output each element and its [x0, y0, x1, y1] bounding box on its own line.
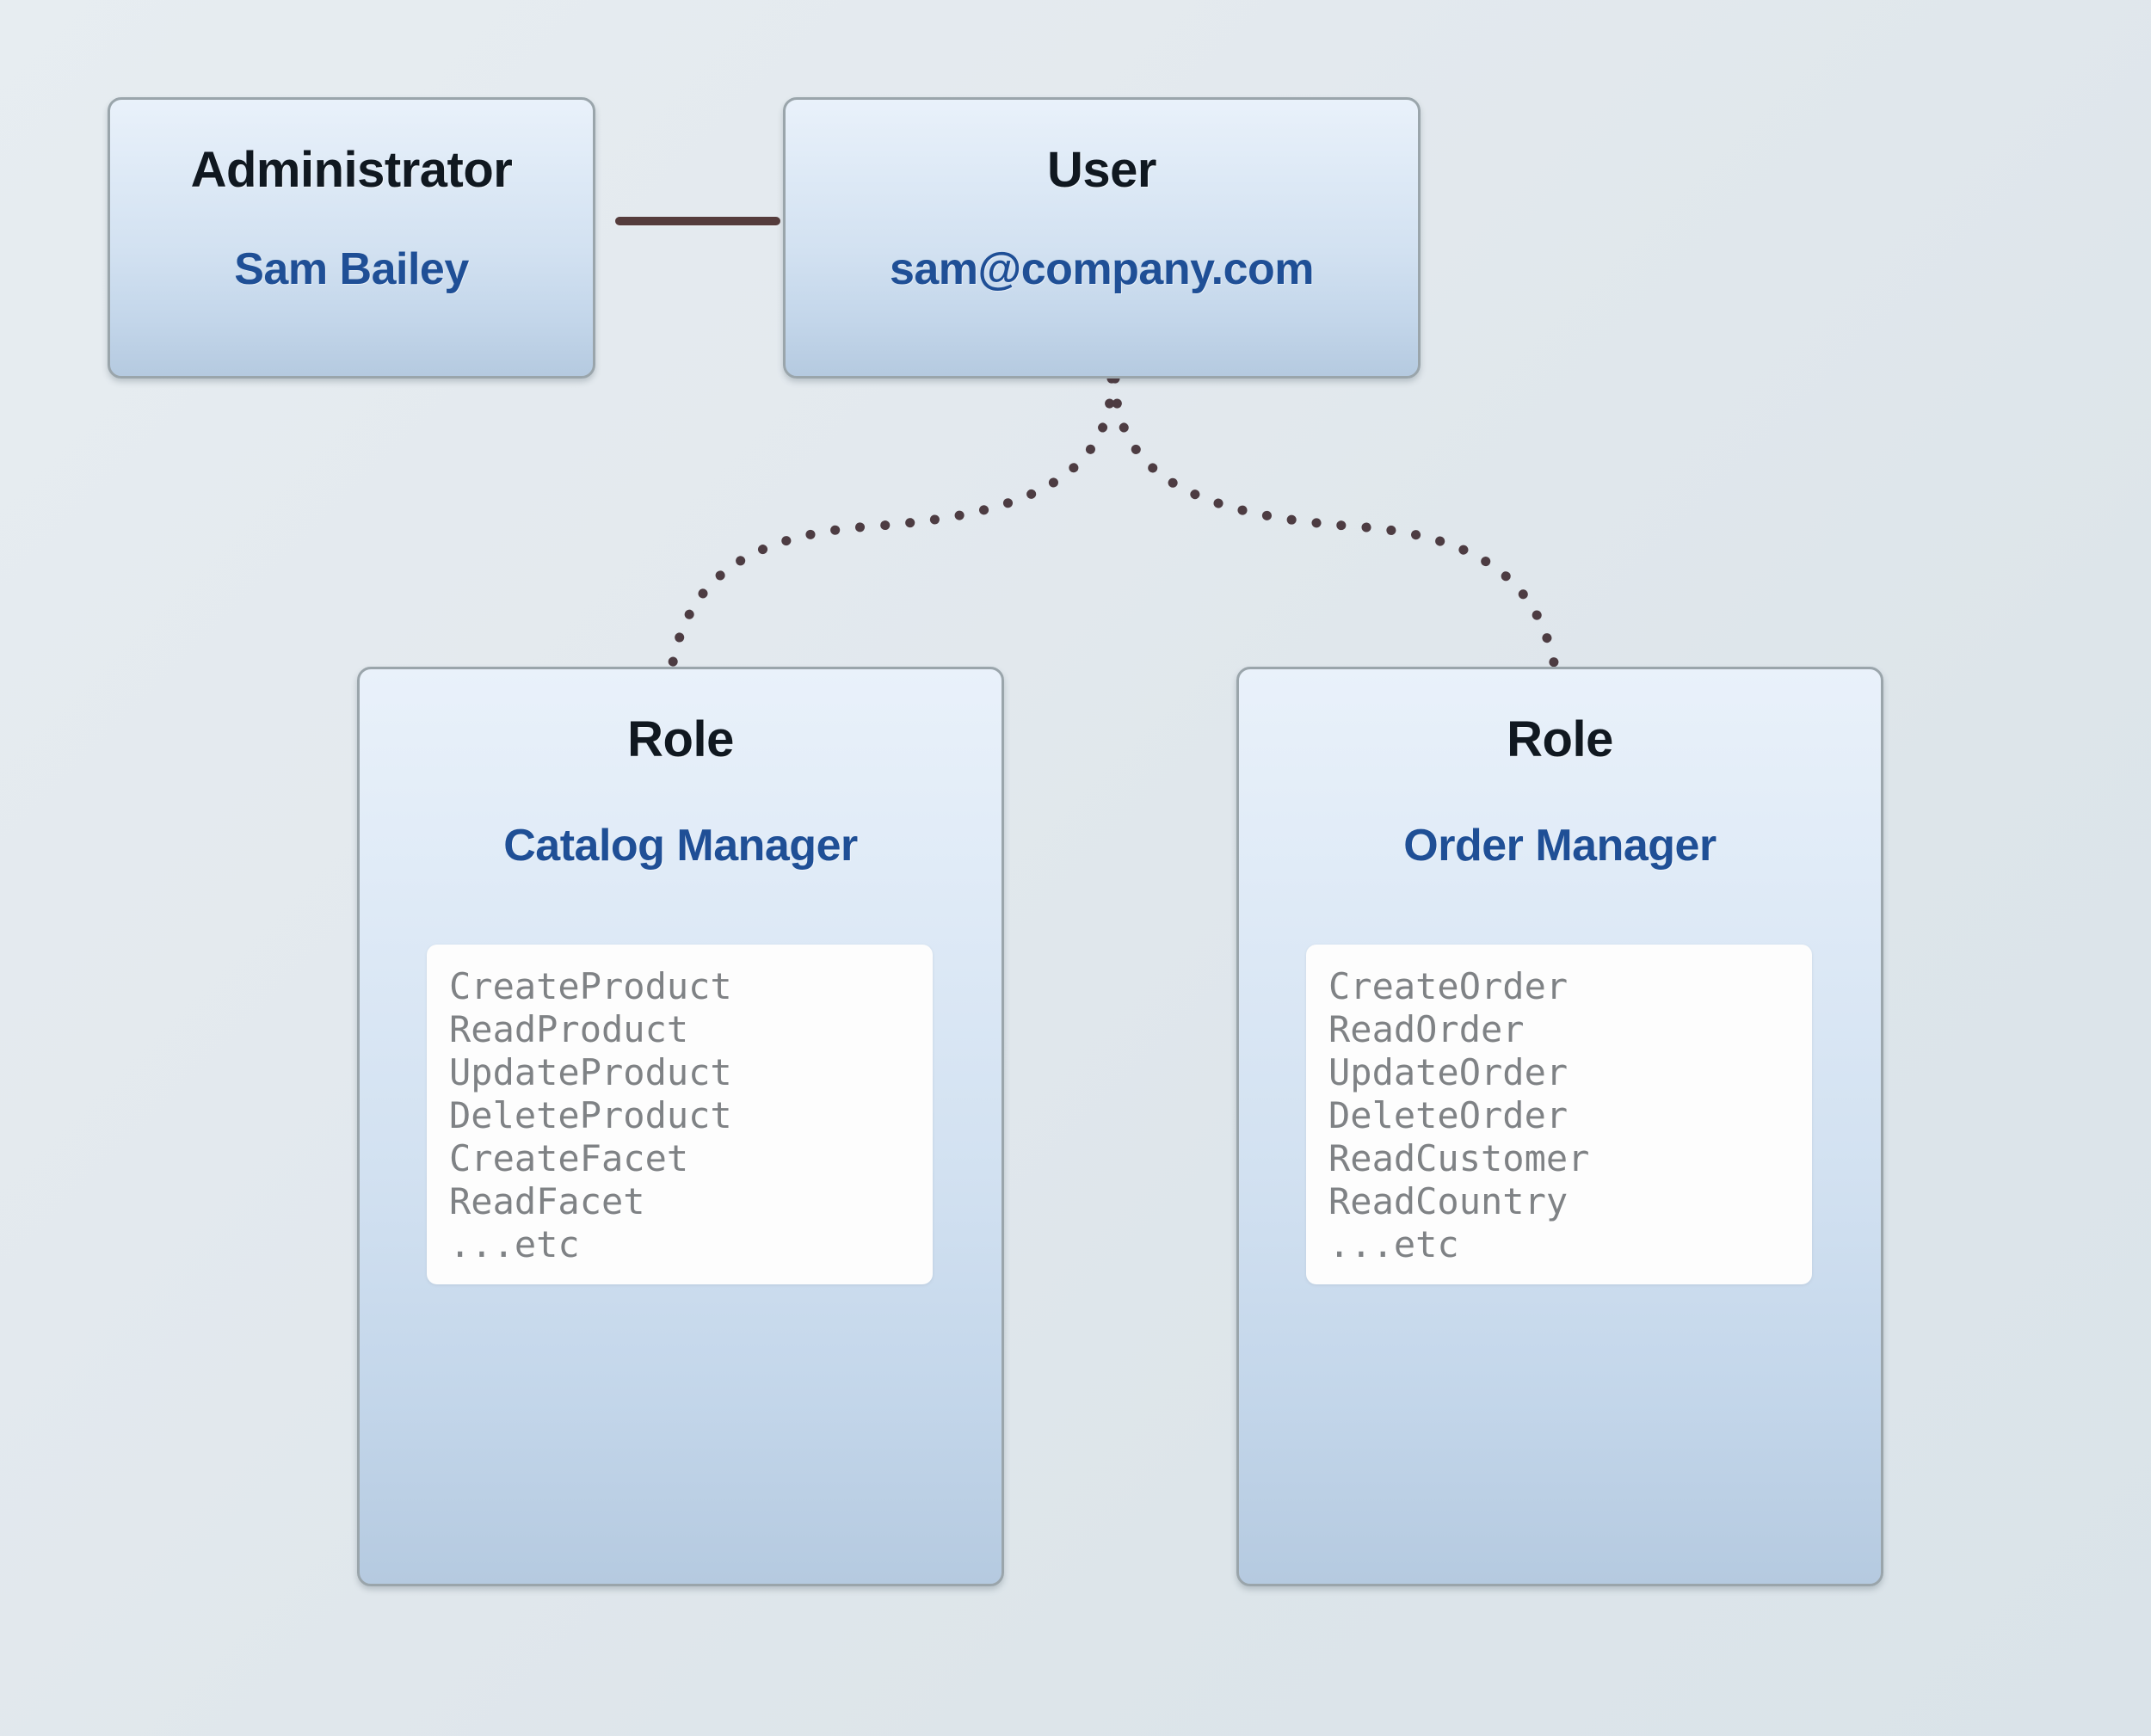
connector-administrator-to-user	[615, 217, 780, 225]
catalog-manager-name: Catalog Manager	[503, 821, 858, 871]
administrator-name: Sam Bailey	[234, 244, 469, 294]
permission-item: ReadCustomer	[1328, 1137, 1590, 1179]
connector-group-user-to-roles	[668, 379, 1559, 668]
permission-item: DeleteOrder	[1328, 1094, 1569, 1136]
user-email: sam@company.com	[889, 244, 1315, 294]
administrator-type-label: Administrator	[190, 142, 513, 198]
catalog-manager-type-label: Role	[627, 711, 734, 767]
order-manager-name: Order Manager	[1403, 821, 1716, 871]
permission-item: CreateProduct	[449, 965, 732, 1007]
permission-item: CreateFacet	[449, 1137, 689, 1179]
node-user[interactable]: User sam@company.com	[783, 97, 1421, 379]
permission-item: ReadProduct	[449, 1008, 689, 1050]
permission-item: ReadOrder	[1328, 1008, 1525, 1050]
permission-item: ...etc	[449, 1223, 580, 1265]
order-manager-type-label: Role	[1507, 711, 1613, 767]
permission-item: CreateOrder	[1328, 965, 1569, 1007]
permission-item: UpdateOrder	[1328, 1051, 1569, 1093]
connector-user-to-order-manager	[1110, 379, 1559, 668]
user-type-label: User	[1047, 142, 1156, 198]
connector-user-to-catalog-manager	[668, 379, 1117, 668]
permission-item: ReadFacet	[449, 1180, 645, 1222]
node-administrator[interactable]: Administrator Sam Bailey	[108, 97, 595, 379]
permission-item: DeleteProduct	[449, 1094, 732, 1136]
permission-item: ReadCountry	[1328, 1180, 1569, 1222]
permission-item: UpdateProduct	[449, 1051, 732, 1093]
permission-item: ...etc	[1328, 1223, 1459, 1265]
